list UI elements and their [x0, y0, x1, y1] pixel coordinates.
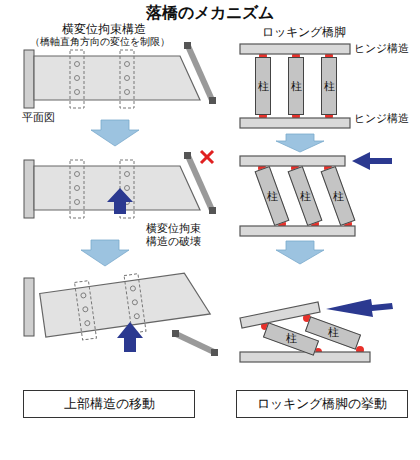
stage-arrow: [81, 120, 324, 266]
part-label: ヒンジ構造: [354, 112, 409, 125]
failure-mark: [201, 151, 213, 163]
restraint-bar: [188, 156, 212, 210]
pier-column: 柱: [288, 166, 323, 226]
slab: [240, 44, 370, 362]
caption-box: ロッキング橋脚の挙動: [236, 390, 408, 418]
column-label: 柱: [328, 328, 339, 339]
column-label: 柱: [333, 191, 344, 202]
part-label: （橋軸直角方向の変位を制限）: [30, 36, 170, 48]
girder-plan: [34, 160, 200, 218]
abutment: [24, 278, 34, 336]
column-label: 柱: [286, 334, 297, 345]
pier-column: 柱: [321, 57, 337, 115]
push-arrow: [117, 322, 143, 352]
caption-box: 上部構造の移動: [23, 390, 195, 418]
part-label: 横変位拘束構造の破壊: [146, 222, 204, 248]
restraint-bar: [176, 334, 214, 352]
column-label: 柱: [258, 81, 269, 92]
pier-column: 柱: [255, 57, 271, 115]
part-label: ロッキング橋脚: [262, 25, 346, 39]
column-label: 柱: [300, 191, 311, 202]
part-label: 横変位拘束構造: [62, 22, 146, 36]
push-arrow: [107, 188, 133, 214]
part-label: 平面図: [22, 111, 55, 124]
column-label: 柱: [291, 81, 302, 92]
caption-text: 上部構造の移動: [64, 395, 155, 413]
abutment: [24, 50, 34, 108]
girder-plan: [34, 50, 200, 108]
caption-text: ロッキング橋脚の挙動: [257, 395, 387, 413]
abutment: [24, 160, 34, 218]
diagram-title: 落橋のメカニズム: [0, 3, 420, 22]
column-label: 柱: [267, 191, 278, 202]
restraint-bar: [188, 46, 212, 100]
column-label: 柱: [324, 81, 335, 92]
pier-column: 柱: [255, 166, 290, 226]
part-label: ヒンジ構造: [354, 42, 409, 55]
pier-column: 柱: [288, 57, 304, 115]
pier-column: 柱: [321, 166, 356, 226]
